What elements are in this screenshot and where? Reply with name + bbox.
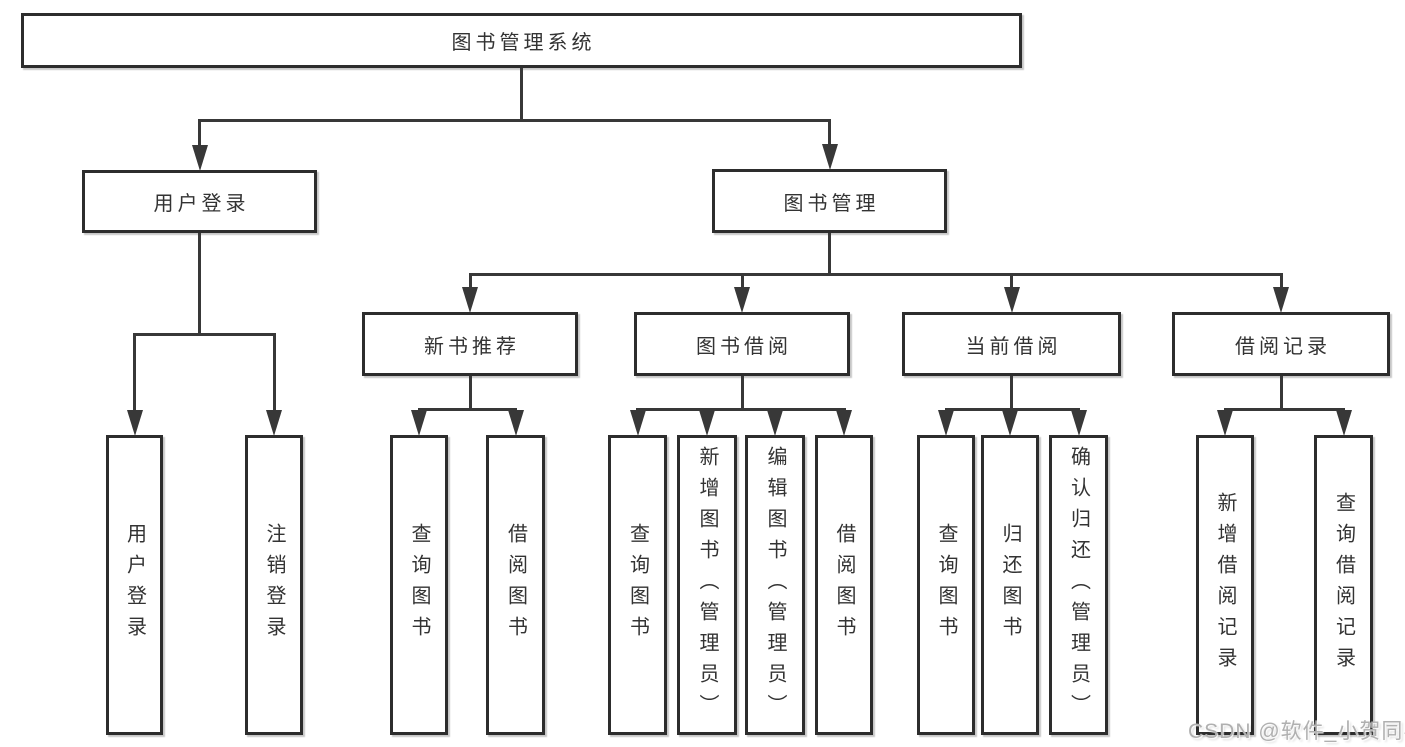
node-label: 新增借阅记录	[1214, 492, 1236, 678]
connector-trunk	[944, 408, 1080, 411]
connector-drop	[198, 122, 201, 146]
connector-drop	[828, 122, 831, 145]
node-borrow-edit: 编辑图书（管理员）	[745, 435, 805, 735]
connector-drop	[468, 276, 472, 288]
arrowhead-down-icon	[1070, 410, 1087, 436]
node-records-query: 查询借阅记录	[1314, 435, 1373, 735]
arrowhead-down-icon	[126, 410, 143, 436]
node-label: 查询图书	[935, 523, 957, 647]
arrowhead-down-icon	[462, 287, 478, 313]
arrowhead-down-icon	[1217, 410, 1233, 436]
node-current-return: 归还图书	[981, 435, 1039, 735]
node-label: 归还图书	[999, 523, 1021, 647]
node-label: 注销登录	[263, 523, 285, 647]
connector-drop	[740, 276, 744, 288]
node-rec: 新书推荐	[362, 312, 578, 376]
arrowhead-down-icon	[191, 145, 208, 171]
connector-drop	[1279, 276, 1283, 288]
arrowhead-down-icon	[1335, 410, 1352, 436]
arrowhead-down-icon	[1273, 287, 1289, 313]
arrowhead-down-icon	[266, 410, 282, 436]
arrowhead-down-icon	[507, 410, 524, 436]
arrowhead-down-icon	[836, 410, 852, 436]
connector-stem	[468, 376, 472, 411]
connector-stem	[828, 233, 831, 276]
node-label: 查询图书	[408, 523, 430, 647]
node-records-add: 新增借阅记录	[1196, 435, 1254, 735]
connector-stem	[740, 376, 744, 411]
node-current-confirm: 确认归还（管理员）	[1049, 435, 1108, 735]
node-rec-query: 查询图书	[390, 435, 448, 735]
node-current: 当前借阅	[902, 312, 1121, 376]
arrowhead-down-icon	[821, 144, 838, 170]
arrowhead-down-icon	[734, 287, 750, 313]
node-label: 借阅图书	[833, 523, 855, 647]
connector-trunk	[198, 119, 831, 122]
node-label: 确认归还（管理员）	[1067, 445, 1090, 725]
node-label: 借阅记录	[1235, 335, 1331, 358]
node-label: 编辑图书（管理员）	[764, 445, 786, 725]
arrowhead-down-icon	[411, 410, 427, 436]
arrowhead-down-icon	[1003, 287, 1020, 313]
node-borrow-query: 查询图书	[608, 435, 667, 735]
connector-stem	[198, 233, 201, 336]
node-label: 图书借阅	[696, 335, 792, 358]
connector-trunk	[1223, 408, 1345, 411]
connector-drop	[133, 336, 136, 411]
node-label: 图书管理系统	[451, 32, 596, 54]
connector-trunk	[417, 408, 517, 411]
connector-drop	[1010, 276, 1013, 288]
node-login-user: 用户登录	[106, 435, 163, 735]
node-current-query: 查询图书	[917, 435, 975, 735]
node-login: 用户登录	[82, 170, 317, 233]
arrowhead-down-icon	[767, 410, 783, 436]
node-label: 查询图书	[626, 523, 649, 647]
arrowhead-down-icon	[1002, 410, 1018, 436]
connector-stem	[1279, 376, 1283, 411]
connector-drop	[272, 336, 276, 411]
connector-stem	[1010, 376, 1013, 411]
arrowhead-down-icon	[938, 410, 954, 436]
node-login-logout: 注销登录	[245, 435, 303, 735]
node-rec-borrow: 借阅图书	[486, 435, 545, 735]
csdn-watermark: CSDN @软件_小贺同学	[1188, 720, 1405, 743]
node-label: 用户登录	[123, 523, 146, 647]
node-root: 图书管理系统	[21, 13, 1022, 68]
node-label: 借阅图书	[504, 523, 527, 647]
arrowhead-down-icon	[629, 410, 646, 436]
connector-trunk	[636, 408, 846, 411]
node-label: 用户登录	[153, 193, 250, 215]
node-records: 借阅记录	[1172, 312, 1390, 376]
node-label: 新增图书（管理员）	[696, 445, 718, 725]
node-label: 图书管理	[783, 192, 880, 215]
connector-trunk	[133, 333, 276, 336]
node-borrow-lend: 借阅图书	[815, 435, 873, 735]
node-borrow: 图书借阅	[634, 312, 850, 376]
connector-trunk	[468, 273, 1283, 276]
node-label: 新书推荐	[424, 335, 520, 358]
connector-stem	[520, 68, 523, 122]
node-mgmt: 图书管理	[712, 169, 947, 233]
node-borrow-add: 新增图书（管理员）	[677, 435, 737, 735]
node-label: 当前借阅	[965, 335, 1062, 358]
node-label: 查询借阅记录	[1332, 492, 1355, 678]
arrowhead-down-icon	[699, 410, 715, 436]
